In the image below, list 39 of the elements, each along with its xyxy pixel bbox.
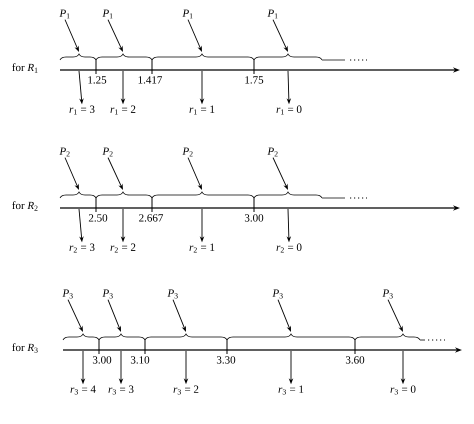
- result-label: r$_{2}$ = 1: [190, 244, 214, 252]
- result-label: r$_{2}$ = 3: [70, 244, 94, 252]
- point-label: P$_{1}$: [182, 10, 193, 18]
- result-label: r$_{3}$ = 4: [70, 386, 96, 394]
- result-label: r$_{1}$ = 3: [70, 106, 94, 114]
- point-label: P$_{3}$: [102, 290, 113, 298]
- result-label: r$_{3}$ = 2: [174, 386, 198, 394]
- result-label: r$_{3}$ = 0: [390, 386, 416, 395]
- row-label: for R$_{3}$: [12, 343, 38, 353]
- point-label: P$_{1}$: [102, 10, 113, 18]
- result-label: r$_{3}$ = 1: [278, 386, 304, 394]
- tick-label: 2.667: [139, 214, 164, 222]
- result-label: r$_{1}$ = 1: [190, 106, 214, 114]
- tick-label: 3.60: [346, 356, 364, 364]
- result-label: r$_{1}$ = 0: [276, 106, 302, 114]
- point-label: P$_{3}$: [167, 290, 178, 298]
- tick-label: 3.10: [130, 356, 150, 364]
- result-label: r$_{2}$ = 2: [110, 244, 136, 252]
- point-label: P$_{2}$: [59, 148, 70, 156]
- row-label: for R$_{1}$: [12, 63, 38, 73]
- tick-label: 3.00: [244, 214, 264, 222]
- result-label: r$_{3}$ = 3: [108, 386, 134, 394]
- point-label: P$_{2}$: [267, 148, 278, 156]
- tick-label: 2.50: [88, 214, 108, 222]
- tick-label: 1.417: [138, 76, 162, 84]
- result-label: r$_{1}$ = 2: [110, 106, 136, 114]
- point-label: P$_{3}$: [272, 290, 283, 298]
- row-label: for R$_{2}$: [12, 201, 38, 211]
- tick-label: 3.00: [92, 356, 112, 364]
- point-label: P$_{3}$: [382, 290, 393, 298]
- point-label: P$_{1}$: [59, 10, 70, 18]
- result-label: r$_{2}$ = 0: [276, 244, 302, 252]
- point-label: P$_{2}$: [102, 148, 113, 156]
- tick-label: 3.30: [216, 356, 236, 364]
- point-label: P$_{3}$: [62, 290, 73, 298]
- point-label: P$_{2}$: [182, 148, 193, 156]
- tick-label: 1.75: [245, 76, 264, 84]
- tick-label: 1.25: [88, 76, 106, 84]
- point-label: P$_{1}$: [267, 10, 278, 18]
